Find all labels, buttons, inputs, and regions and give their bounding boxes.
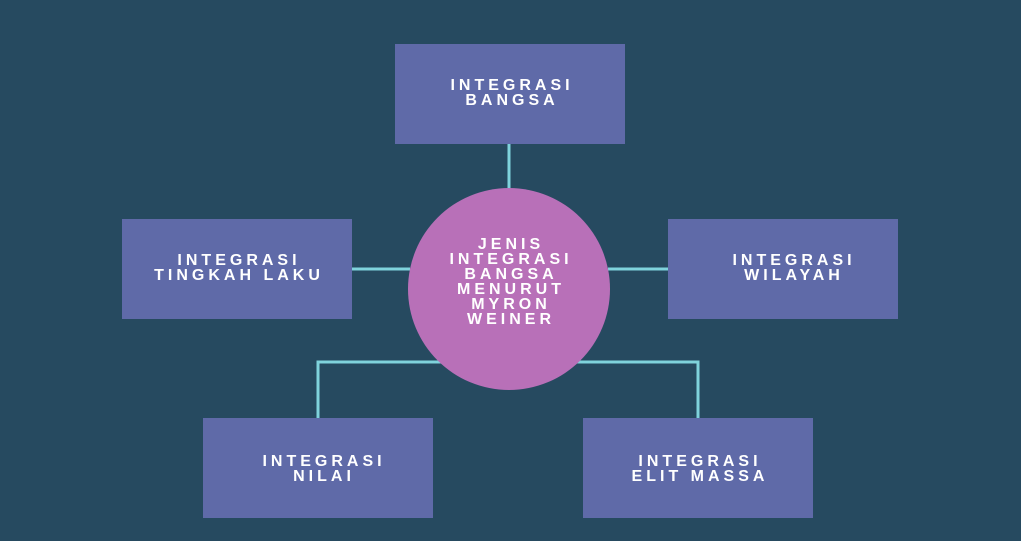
node-integrasi-bangsa: INTEGRASI BANGSA [395, 44, 625, 144]
node-integrasi-elit-massa: INTEGRASI ELIT MASSA [583, 418, 813, 518]
central-topic-label: JENIS INTEGRASI BANGSA MENURUT MYRON WEI… [449, 236, 573, 328]
connector-bottom-right [576, 360, 700, 418]
node-label: INTEGRASI WILAYAH [732, 252, 856, 284]
node-integrasi-nilai: INTEGRASI NILAI [203, 418, 433, 518]
central-topic-circle: JENIS INTEGRASI BANGSA MENURUT MYRON WEI… [408, 188, 610, 390]
node-label: INTEGRASI BANGSA [450, 77, 574, 109]
node-label: INTEGRASI ELIT MASSA [631, 452, 769, 485]
connector-bottom-left [316, 360, 442, 418]
node-integrasi-wilayah: INTEGRASI WILAYAH [668, 219, 898, 319]
node-label: INTEGRASI NILAI [262, 452, 386, 485]
node-label: INTEGRASI TINGKAH LAKU [154, 252, 324, 284]
node-integrasi-tingkah-laku: INTEGRASI TINGKAH LAKU [122, 219, 352, 319]
